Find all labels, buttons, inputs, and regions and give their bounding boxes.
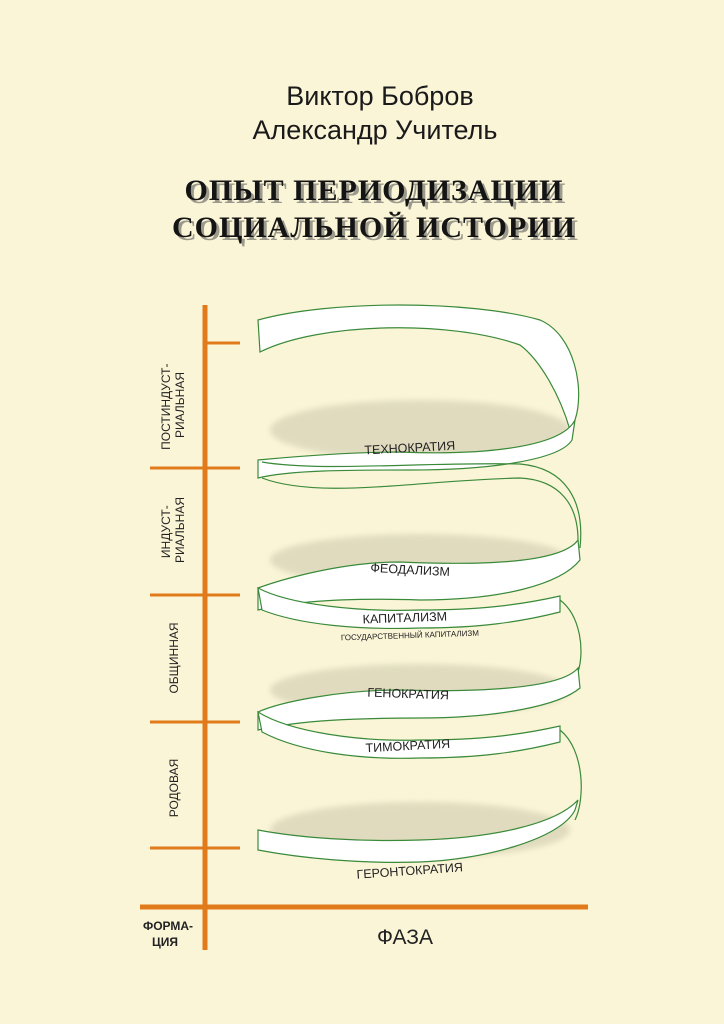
title-line-1-shadow: ОПЫТ ПЕРИОДИЗАЦИИ	[188, 177, 567, 210]
phase-technocracy: ТЕХНОКРАТИЯ	[364, 439, 455, 458]
axis-label-formation-line1: ФОРМА-	[143, 919, 193, 933]
axis-label-phase: ФАЗА	[377, 926, 433, 949]
ribbon-band-capitalism	[257, 586, 561, 630]
phase-capitalism: КАПИТАЛИЗМ	[362, 610, 447, 627]
title-line-2-shadow: СОЦИАЛЬНОЙ ИСТОРИИ	[175, 214, 579, 247]
axes	[140, 305, 588, 950]
ribbon-band-gerontocracy	[257, 799, 579, 863]
ribbon-back-arc-2b	[261, 461, 582, 549]
ribbon-band-feudalism	[257, 538, 581, 611]
title-line-1: ОПЫТ ПЕРИОДИЗАЦИИ	[185, 174, 564, 207]
title-line-2: СОЦИАЛЬНОЙ ИСТОРИИ	[172, 211, 576, 244]
formation-communal: ОБЩИННАЯ	[167, 622, 181, 693]
formation-industrial: ИНДУСТ- РИАЛЬНАЯ	[159, 497, 187, 563]
ribbon-back-arc-4	[559, 729, 582, 821]
axis-label-formation-line2: ЦИЯ	[152, 935, 178, 949]
ribbon-back-arc-2	[261, 477, 579, 541]
spiral-diagram: ТЕХНОКРАТИЯ ФЕОДАЛИЗМ КАПИТАЛИЗМ ГОСУДАР…	[257, 304, 582, 882]
phase-timocracy: ТИМОКРАТИЯ	[365, 737, 450, 755]
formation-clan: РОДОВАЯ	[167, 759, 181, 818]
formation-postindustrial: ПОСТИНДУСТ- РИАЛЬНАЯ	[159, 360, 187, 450]
phase-genocracy: ГЕНОКРАТИЯ	[367, 686, 449, 703]
phase-state-capitalism: ГОСУДАРСТВЕННЫЙ КАПИТАЛИЗМ	[341, 629, 480, 643]
ribbon-band-genocracy	[257, 666, 581, 731]
phase-gerontocracy: ГЕРОНТОКРАТИЯ	[356, 860, 463, 881]
ribbon-band-timocracy	[257, 710, 561, 759]
author-1: Виктор Бобров	[286, 81, 473, 111]
formation-labels: ПОСТИНДУСТ- РИАЛЬНАЯ ИНДУСТ- РИАЛЬНАЯ ОБ…	[159, 360, 187, 818]
phase-feudalism: ФЕОДАЛИЗМ	[370, 561, 450, 579]
ribbon-back-arc-3	[559, 599, 582, 673]
author-2: Александр Учитель	[253, 115, 498, 145]
